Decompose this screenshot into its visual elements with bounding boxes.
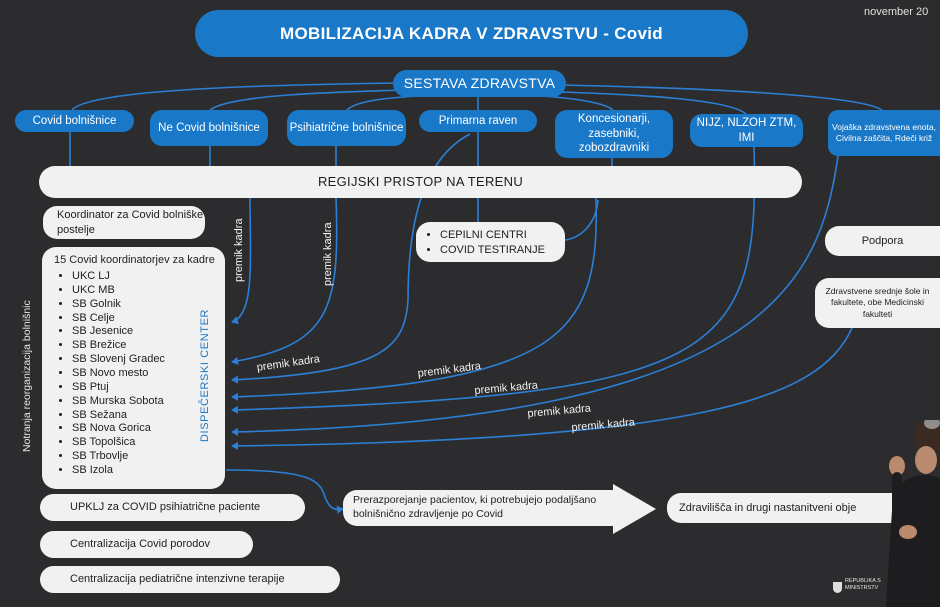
ministry-line-2: MINISTRSTV bbox=[845, 584, 879, 591]
ministry-logo: REPUBLIKA S MINISTRSTV bbox=[833, 578, 888, 600]
list-item: SB Ptuj bbox=[72, 380, 225, 394]
arrow-label-premik-kadra: premik kadra bbox=[233, 218, 245, 282]
coordinators-list: UKC LJ UKC MB SB Golnik SB Celje SB Jese… bbox=[54, 269, 225, 477]
dispecerski-center-label: DISPEČERSKI CENTER bbox=[199, 308, 211, 442]
regijski-pristop-bar: REGIJSKI PRISTOP NA TERENU bbox=[39, 166, 802, 198]
list-item: SB Novo mesto bbox=[72, 366, 225, 380]
category-nijz: NIJZ, NLZOH ZTM, IMI bbox=[690, 114, 803, 147]
list-item: SB Izola bbox=[72, 463, 225, 477]
category-vojaska-enota: Vojaška zdravstvena enota, Civilna zašči… bbox=[828, 110, 940, 156]
cepilni-centri-box: CEPILNI CENTRI COVID TESTIRANJE bbox=[416, 222, 565, 262]
list-item: SB Sežana bbox=[72, 408, 225, 422]
category-psihiatricne-bolnisnice: Psihiatrične bolnišnice bbox=[287, 110, 406, 146]
coordinators-box: 15 Covid koordinatorjev za kadre UKC LJ … bbox=[42, 247, 225, 489]
ministry-line-1: REPUBLIKA S bbox=[845, 578, 881, 584]
list-item: SB Nova Gorica bbox=[72, 421, 225, 435]
list-item: COVID TESTIRANJE bbox=[440, 243, 565, 258]
list-item: SB Celje bbox=[72, 311, 225, 325]
podpora-box: Podpora bbox=[825, 226, 940, 256]
list-item: UKC MB bbox=[72, 283, 225, 297]
coordinators-heading: 15 Covid koordinatorjev za kadre bbox=[54, 254, 215, 266]
list-item: SB Slovenj Gradec bbox=[72, 352, 225, 366]
prerazporejanje-box: Prerazporejanje pacientov, ki potrebujej… bbox=[343, 490, 613, 526]
upklj-box: UPKLJ za COVID psihiatrične paciente bbox=[40, 494, 305, 521]
list-item: UKC LJ bbox=[72, 269, 225, 283]
sign-language-interpreter-image bbox=[886, 420, 940, 607]
centralizacija-pediatricne-box: Centralizacija pediatrične intenzivne te… bbox=[40, 566, 340, 593]
category-ne-covid-bolnisnice: Ne Covid bolnišnice bbox=[150, 110, 268, 146]
list-item: SB Topolšica bbox=[72, 435, 225, 449]
notranja-reorganizacija-label: Notranja reorganizacija bolnišnic bbox=[21, 300, 33, 452]
category-primarna-raven: Primarna raven bbox=[419, 110, 537, 132]
arrow-label-premik-kadra: premik kadra bbox=[322, 222, 334, 286]
list-item: SB Golnik bbox=[72, 297, 225, 311]
sole-fakultete-box: Zdravstvene srednje šole in fakultete, o… bbox=[815, 278, 940, 328]
list-item: SB Brežice bbox=[72, 338, 225, 352]
coat-of-arms-icon bbox=[833, 582, 842, 593]
date-label: november 20 bbox=[864, 6, 929, 18]
sestava-zdravstva-node: SESTAVA ZDRAVSTVA bbox=[393, 70, 566, 97]
page-title: MOBILIZACIJA KADRA V ZDRAVSTVU - Covid bbox=[195, 10, 748, 57]
category-koncesionarji: Koncesionarji, zasebniki, zobozdravniki bbox=[555, 110, 673, 158]
centralizacija-porodov-box: Centralizacija Covid porodov bbox=[40, 531, 253, 558]
koordinator-box: Koordinator za Covid bolniške postelje bbox=[43, 206, 205, 239]
list-item: SB Murska Sobota bbox=[72, 394, 225, 408]
list-item: CEPILNI CENTRI bbox=[440, 228, 565, 243]
list-item: SB Trbovlje bbox=[72, 449, 225, 463]
category-covid-bolnisnice: Covid bolnišnice bbox=[15, 110, 134, 132]
list-item: SB Jesenice bbox=[72, 324, 225, 338]
